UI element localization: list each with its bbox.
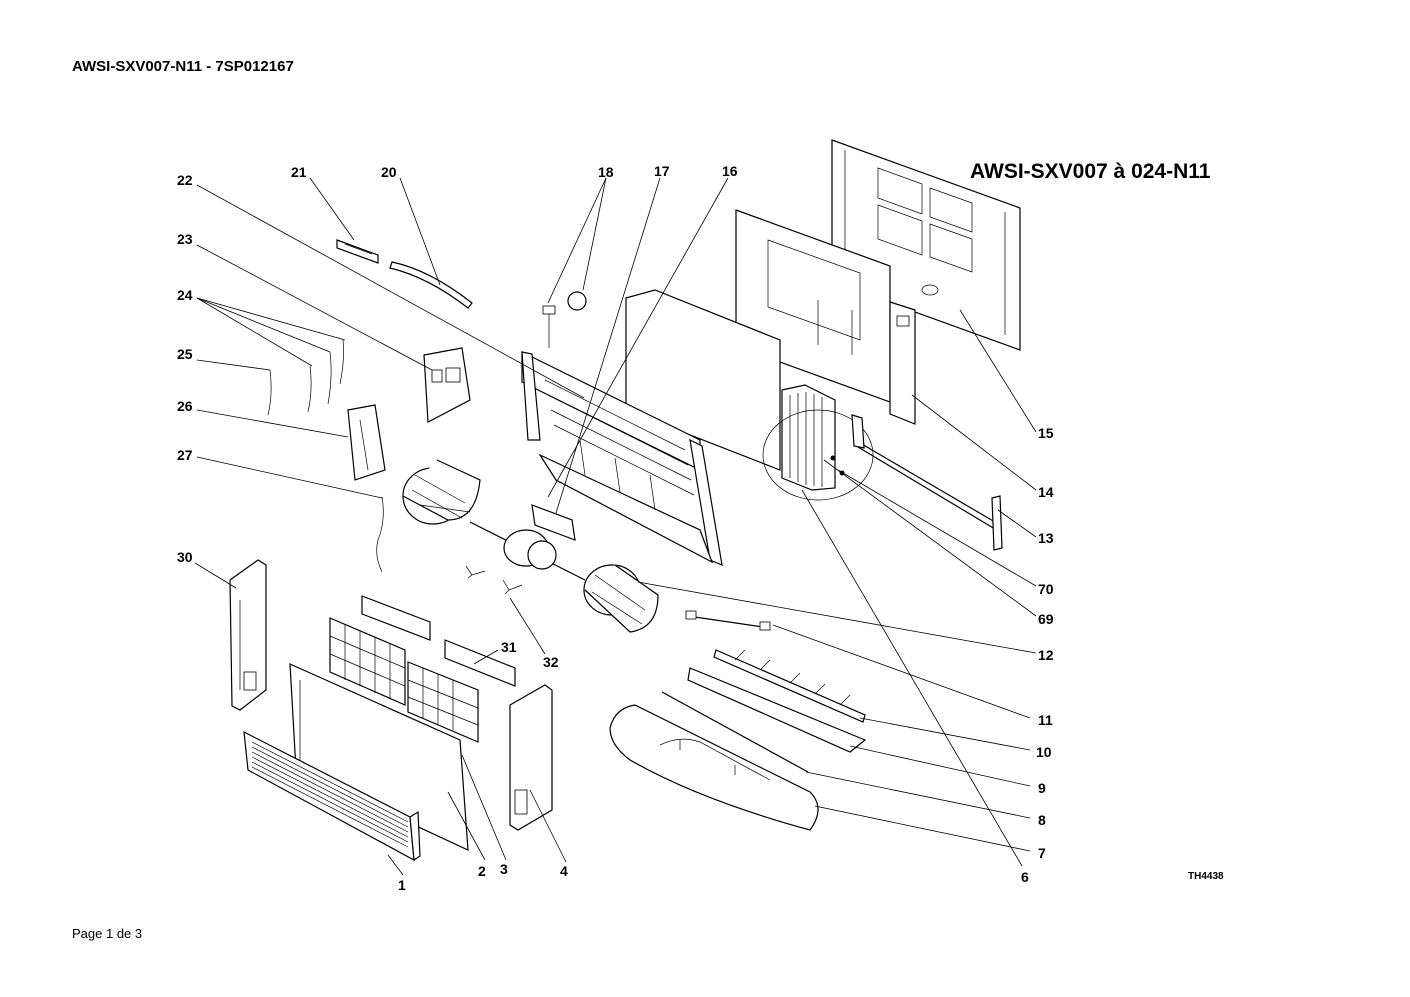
callout-labels: 1 2 3 4 6 7 8 9 10 11 12 13 14 15 16 17 … [177,163,1054,893]
callout-8: 8 [1038,812,1046,828]
callout-22: 22 [177,172,193,188]
callout-3: 3 [500,861,508,877]
callout-12: 12 [1038,647,1054,663]
callout-11: 11 [1038,712,1053,728]
document-title: AWSI-SXV007-N11 - 7SP012167 [72,58,294,75]
callout-31: 31 [501,639,517,655]
part-30-left-panel [229,559,267,711]
callout-18: 18 [598,164,614,180]
figure-reference: TH4438 [1188,871,1224,882]
part-26-electrical-bracket [347,404,386,481]
callout-20: 20 [381,164,397,180]
part-24-25-wires [267,339,344,416]
diagram-title: AWSI-SXV007 à 024-N11 [970,160,1211,183]
part-12-fan-wheel [583,564,659,633]
part-23-control-box [423,347,471,423]
part-chassis-frame [521,351,723,566]
callout-10: 10 [1036,744,1052,760]
part-21-display [336,239,379,264]
part-left-fan-wheel [402,459,481,525]
callout-9: 9 [1038,780,1046,796]
callout-21: 21 [291,164,307,180]
part-69-fitting [830,455,836,461]
callout-25: 25 [177,346,193,362]
leader-lines [194,177,1037,876]
callout-26: 26 [177,398,193,414]
part-2-front-panel [289,663,469,851]
part-18-sensors [542,291,587,348]
part-13-bracket [851,414,1003,551]
callout-32: 32 [543,654,559,670]
part-air-filters [329,595,516,743]
callout-30: 30 [177,549,193,565]
callout-7: 7 [1038,845,1046,861]
page-number: Page 1 de 3 [72,926,143,941]
callout-23: 23 [177,231,193,247]
callout-14: 14 [1038,484,1054,500]
callout-1: 1 [398,877,406,893]
callout-27: 27 [177,447,193,463]
part-7-outlet-grille [609,704,819,831]
part-8-swing-rod [661,691,809,773]
part-6-evaporator-coil [762,384,874,501]
callout-2: 2 [478,863,486,879]
part-1-intake-grille [243,730,421,862]
callout-17: 17 [654,163,670,179]
part-27-motor-cable [376,496,384,573]
callout-24: 24 [177,287,193,303]
part-fan-motor [469,504,586,581]
part-9-deflector [687,667,867,753]
callout-13: 13 [1038,530,1054,546]
part-4-right-panel [509,684,553,831]
part-20-flap [389,261,473,309]
callout-70: 70 [1038,581,1054,597]
part-10-louver [713,649,866,723]
part-11-drain-hose [685,610,771,631]
callout-4: 4 [560,863,568,879]
callout-15: 15 [1038,425,1054,441]
callout-69: 69 [1038,611,1054,627]
part-32-clips [465,565,523,595]
callout-6: 6 [1021,869,1029,885]
callout-16: 16 [722,163,738,179]
